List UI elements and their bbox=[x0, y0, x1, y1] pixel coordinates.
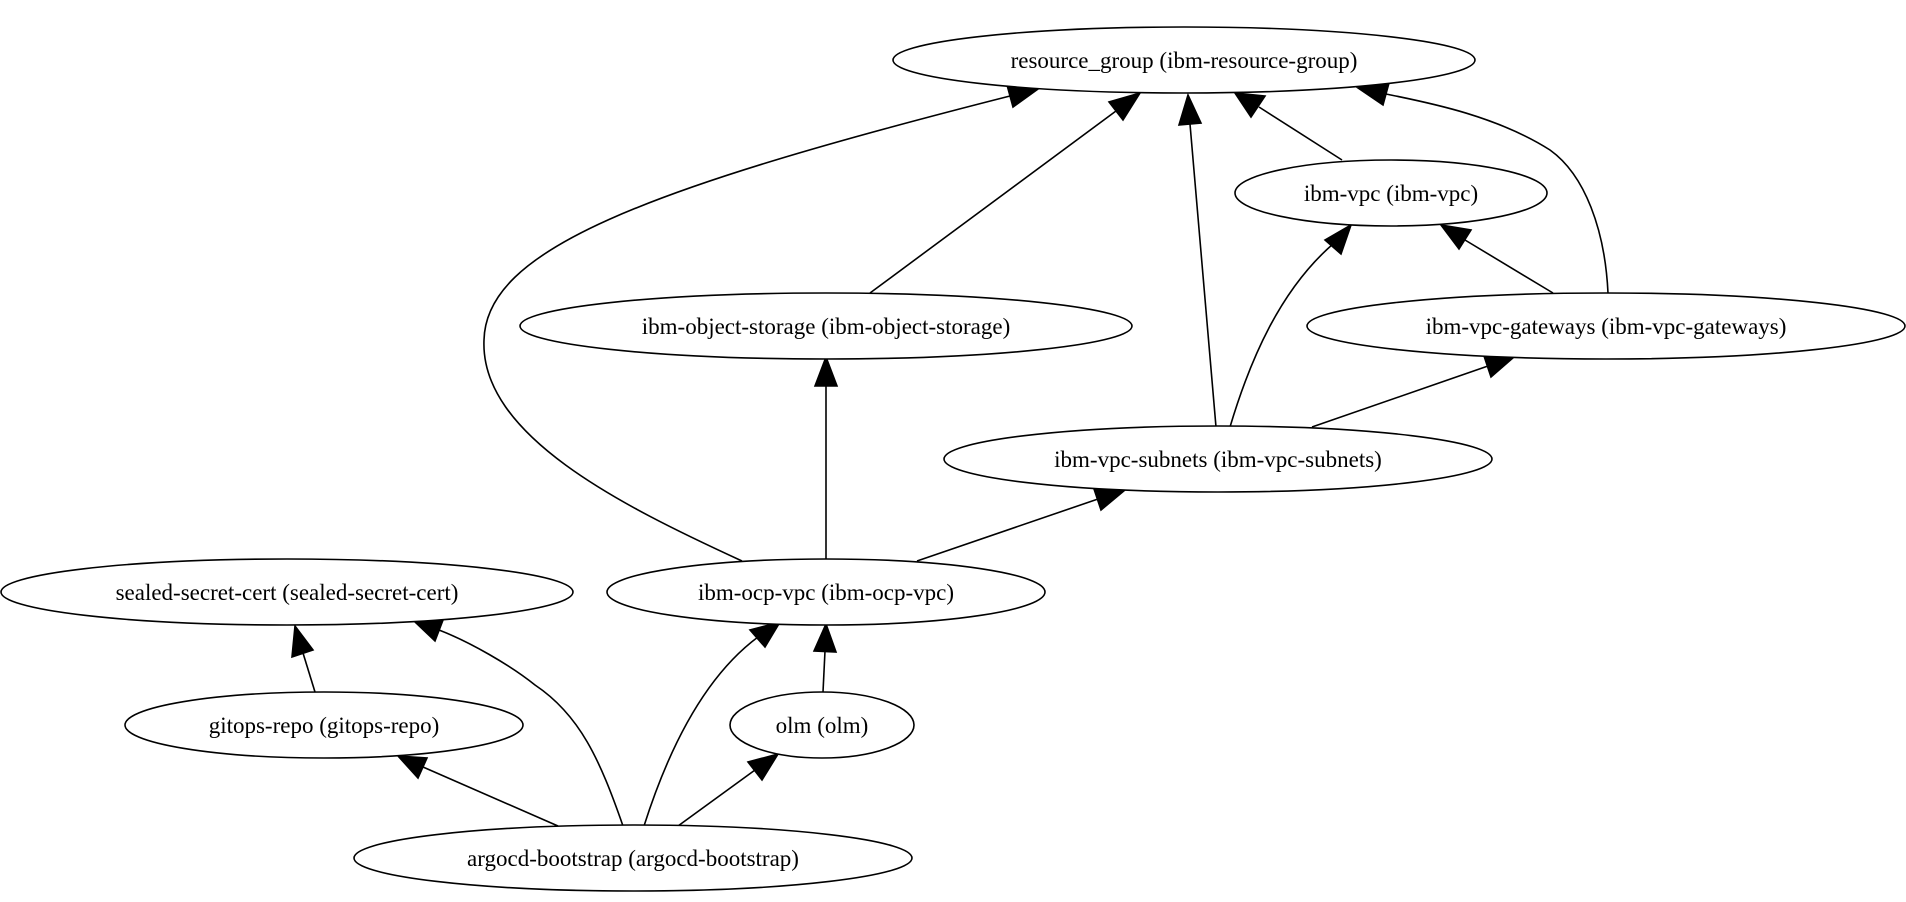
edge-ibm-object-storage-to-resource-group bbox=[869, 91, 1142, 294]
edge-ibm-ocp-vpc-to-ibm-object-storage bbox=[813, 354, 839, 561]
edge-ibm-vpc-subnets-to-resource-group bbox=[1177, 92, 1217, 428]
node-label: ibm-vpc-subnets (ibm-vpc-subnets) bbox=[1054, 447, 1382, 472]
node-label: ibm-ocp-vpc (ibm-ocp-vpc) bbox=[698, 580, 954, 605]
node-olm[interactable]: olm (olm) bbox=[729, 691, 915, 759]
edge-ibm-vpc-subnets-to-ibm-vpc bbox=[1229, 223, 1353, 428]
node-gitops-repo[interactable]: gitops-repo (gitops-repo) bbox=[124, 691, 524, 759]
edge-argocd-bootstrap-to-gitops-repo bbox=[396, 755, 559, 827]
node-ibm-vpc-subnets[interactable]: ibm-vpc-subnets (ibm-vpc-subnets) bbox=[943, 425, 1493, 493]
edge-ibm-vpc-subnets-to-ibm-vpc-gateways bbox=[1311, 355, 1517, 428]
edge-ibm-vpc-gateways-to-ibm-vpc bbox=[1439, 223, 1554, 294]
edge-argocd-bootstrap-to-olm bbox=[677, 752, 780, 827]
node-ibm-vpc-gateways[interactable]: ibm-vpc-gateways (ibm-vpc-gateways) bbox=[1306, 292, 1906, 360]
edge-olm-to-ibm-ocp-vpc bbox=[812, 621, 838, 693]
edge-gitops-repo-to-sealed-secret-cert bbox=[291, 623, 316, 693]
node-sealed-secret-cert[interactable]: sealed-secret-cert (sealed-secret-cert) bbox=[0, 558, 574, 626]
edge-ibm-vpc-to-resource-group bbox=[1233, 92, 1343, 161]
node-label: gitops-repo (gitops-repo) bbox=[209, 713, 440, 738]
node-ibm-object-storage[interactable]: ibm-object-storage (ibm-object-storage) bbox=[519, 292, 1133, 360]
node-resource-group[interactable]: resource_group (ibm-resource-group) bbox=[892, 26, 1476, 94]
node-ibm-vpc[interactable]: ibm-vpc (ibm-vpc) bbox=[1234, 159, 1548, 227]
edge-argocd-bootstrap-to-ibm-ocp-vpc bbox=[643, 620, 782, 827]
edge-ibm-ocp-vpc-to-ibm-vpc-subnets bbox=[916, 488, 1128, 562]
node-label: ibm-vpc (ibm-vpc) bbox=[1304, 181, 1478, 206]
node-label: sealed-secret-cert (sealed-secret-cert) bbox=[116, 580, 459, 605]
node-label: ibm-vpc-gateways (ibm-vpc-gateways) bbox=[1426, 314, 1787, 339]
node-label: olm (olm) bbox=[776, 713, 869, 738]
node-label: ibm-object-storage (ibm-object-storage) bbox=[642, 314, 1011, 339]
node-ibm-ocp-vpc[interactable]: ibm-ocp-vpc (ibm-ocp-vpc) bbox=[606, 558, 1046, 626]
node-argocd-bootstrap[interactable]: argocd-bootstrap (argocd-bootstrap) bbox=[353, 824, 913, 892]
node-label: resource_group (ibm-resource-group) bbox=[1011, 48, 1358, 73]
node-label: argocd-bootstrap (argocd-bootstrap) bbox=[467, 846, 799, 871]
